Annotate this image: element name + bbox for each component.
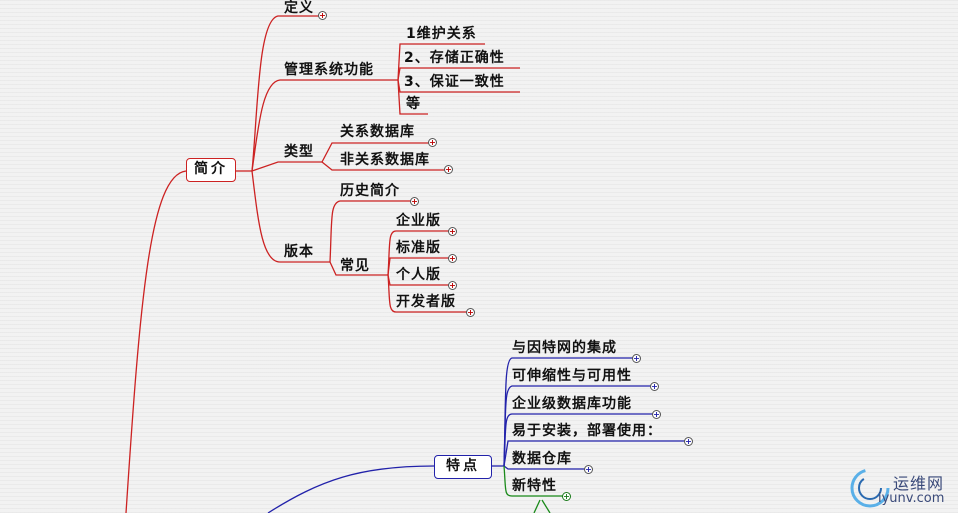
- expand-icon[interactable]: +: [562, 492, 571, 501]
- node-edition-enterprise[interactable]: 企业版: [396, 213, 441, 229]
- node-mgmt-item-1[interactable]: 1维护关系: [406, 26, 477, 42]
- node-type-nonrelational[interactable]: 非关系数据库: [340, 152, 430, 168]
- node-intro[interactable]: 简介: [186, 158, 236, 182]
- node-mgmt-item-3[interactable]: 3、保证一致性: [404, 74, 505, 90]
- node-feature-new[interactable]: 新特性: [512, 478, 557, 494]
- expand-icon[interactable]: +: [632, 354, 641, 363]
- node-feature-warehouse[interactable]: 数据仓库: [512, 451, 572, 467]
- node-type-relational[interactable]: 关系数据库: [340, 124, 415, 140]
- expand-icon[interactable]: +: [466, 308, 475, 317]
- node-mgmt-functions[interactable]: 管理系统功能: [284, 62, 374, 78]
- node-features[interactable]: 特点: [434, 455, 492, 479]
- expand-icon[interactable]: +: [428, 138, 437, 147]
- node-history[interactable]: 历史简介: [340, 183, 400, 199]
- watermark-url: iyunv.com: [878, 491, 945, 506]
- node-feature-scalability[interactable]: 可伸缩性与可用性: [512, 368, 632, 384]
- expand-icon[interactable]: +: [448, 281, 457, 290]
- expand-icon[interactable]: +: [650, 382, 659, 391]
- expand-icon[interactable]: +: [318, 11, 327, 20]
- watermark-logo-icon: [850, 468, 890, 508]
- node-edition-personal[interactable]: 个人版: [396, 267, 441, 283]
- expand-icon[interactable]: +: [448, 254, 457, 263]
- node-definition[interactable]: 定义: [284, 0, 314, 16]
- node-mgmt-item-2[interactable]: 2、存储正确性: [404, 50, 505, 66]
- expand-icon[interactable]: +: [444, 165, 453, 174]
- expand-icon[interactable]: +: [584, 465, 593, 474]
- node-feature-enterprise-db[interactable]: 企业级数据库功能: [512, 396, 632, 412]
- node-common[interactable]: 常见: [340, 258, 370, 274]
- node-edition-standard[interactable]: 标准版: [396, 240, 441, 256]
- expand-icon[interactable]: +: [448, 227, 457, 236]
- node-feature-internet[interactable]: 与因特网的集成: [512, 340, 617, 356]
- node-edition-developer[interactable]: 开发者版: [396, 294, 456, 310]
- node-types[interactable]: 类型: [284, 144, 314, 160]
- node-mgmt-item-4[interactable]: 等: [406, 96, 421, 112]
- expand-icon[interactable]: +: [652, 410, 661, 419]
- expand-icon[interactable]: +: [684, 437, 693, 446]
- expand-icon[interactable]: +: [410, 197, 419, 206]
- watermark-text: 运维网: [893, 474, 945, 493]
- node-versions[interactable]: 版本: [284, 244, 314, 260]
- node-feature-install[interactable]: 易于安装，部署使用：: [512, 423, 662, 439]
